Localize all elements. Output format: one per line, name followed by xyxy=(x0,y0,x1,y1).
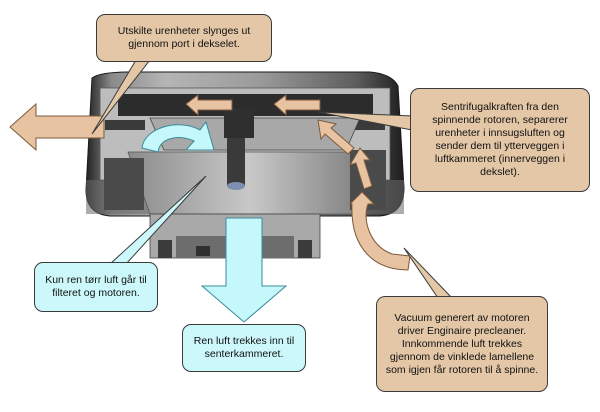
pointer-right-bottom xyxy=(403,247,454,299)
separation-arrow-diagonal xyxy=(317,119,355,155)
callout-vacuum-drives-rotor: Vacuum generert av motoren driver Engina… xyxy=(376,296,548,392)
callout-clean-air-intake: Ren luft trekkes inn til senterkammeret. xyxy=(182,324,306,372)
callout-centrifugal-force: Sentrifugalkraften fra den spinnende rot… xyxy=(410,88,590,192)
callout-dry-air-to-filter: Kun ren tørr luft går til filteret og mo… xyxy=(34,262,158,312)
rotor-flow-arrow-left xyxy=(185,94,233,117)
rotor-flow-arrow-right xyxy=(273,94,321,117)
clean-air-down-arrow xyxy=(200,217,288,323)
impurities-exhaust-arrow xyxy=(9,102,105,152)
callout-impurities-exhausted: Utskilte urenheter slynges ut gjennom po… xyxy=(96,14,272,62)
rotor-spin-arrow xyxy=(141,120,215,153)
separation-arrow-up xyxy=(348,147,373,190)
